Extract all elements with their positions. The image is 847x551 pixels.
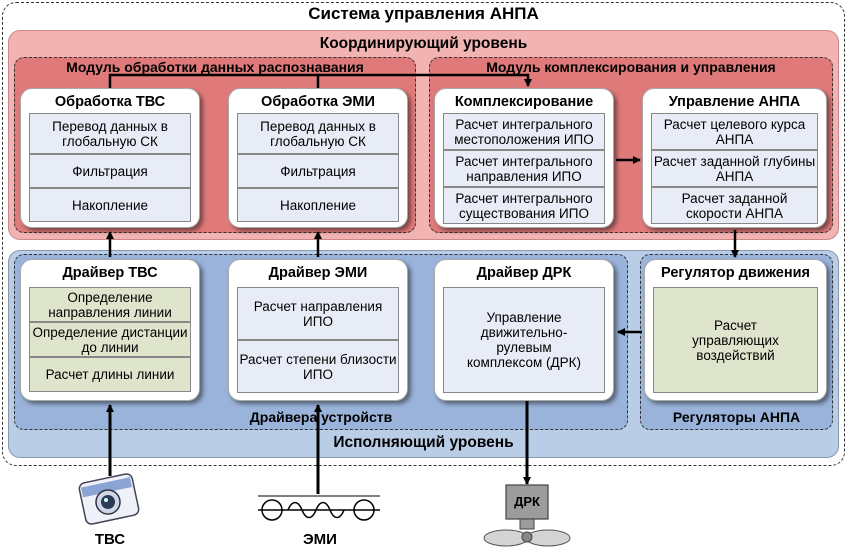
card-title: Драйвер ДРК: [476, 265, 572, 281]
device-label-drk: ДРК: [514, 494, 540, 509]
sub-item: Определение направления линии: [29, 287, 191, 322]
card-emi-driver: Драйвер ЭМИ Расчет направления ИПО Расче…: [228, 259, 408, 401]
card-title: Драйвер ТВС: [62, 265, 158, 281]
card-title: Комплексирование: [454, 94, 594, 110]
sub-item: Расчет управляющих воздействий: [653, 287, 818, 393]
sub-item: Накопление: [237, 188, 399, 222]
system-title: Система управления АНПА: [308, 4, 539, 23]
system-frame: [2, 2, 845, 466]
sub-item: Расчет интегрального направления ИПО: [443, 150, 605, 187]
card-title: Драйвер ЭМИ: [268, 265, 368, 281]
card-motion-regulator: Регулятор движения Расчет управляющих во…: [644, 259, 827, 401]
sub-item: Расчет длины линии: [29, 357, 191, 392]
sub-item: Расчет степени близости ИПО: [237, 340, 399, 393]
integ-module-title: Модуль комплексирования и управления: [486, 59, 776, 75]
sub-item: Фильтрация: [29, 154, 191, 188]
sub-item: Расчет заданной скорости АНПА: [651, 187, 818, 224]
card-emi-processing: Обработка ЭМИ Перевод данных в глобальну…: [228, 88, 408, 228]
sub-item: Расчет направления ИПО: [237, 287, 399, 340]
card-title: Обработка ЭМИ: [261, 94, 375, 110]
sub-item: Расчет интегрального существования ИПО: [443, 187, 605, 224]
regulators-label: Регуляторы АНПА: [672, 409, 801, 425]
device-label-tvs: ТВС: [94, 531, 126, 548]
sub-item: Расчет целевого курса АНПА: [651, 113, 818, 150]
card-auv-control: Управление АНПА Расчет целевого курса АН…: [642, 88, 827, 228]
sub-item: Фильтрация: [237, 154, 399, 188]
recog-module-title: Модуль обработки данных распознавания: [66, 59, 364, 75]
sub-item: Определение дистанции до линии: [29, 322, 191, 357]
exec-level-title: Исполняющий уровень: [333, 434, 514, 451]
connector-tvs-to-recog: [108, 73, 318, 88]
card-integration: Комплексирование Расчет интегрального ме…: [434, 88, 614, 228]
camera-icon: [78, 473, 140, 525]
sub-item: Расчет заданной глубины АНПА: [651, 150, 818, 187]
drivers-label: Драйвера устройств: [249, 409, 393, 425]
card-title: Обработка ТВС: [54, 94, 166, 110]
sub-item: Расчет интегрального местоположения ИПО: [443, 113, 605, 150]
card-tvs-processing: Обработка ТВС Перевод данных в глобальну…: [20, 88, 200, 228]
sub-item: Перевод данных в глобальную СК: [29, 113, 191, 154]
card-title: Управление АНПА: [668, 94, 801, 110]
connector-recog-to-integ: [316, 73, 532, 88]
propeller-icon: [483, 484, 571, 547]
card-tvs-driver: Драйвер ТВС Определение направления лини…: [20, 259, 200, 401]
card-title: Регулятор движения: [661, 265, 810, 281]
coord-level-title: Координирующий уровень: [319, 35, 528, 52]
device-label-emi: ЭМИ: [303, 531, 337, 548]
sub-item: Накопление: [29, 188, 191, 222]
sub-item: Управление движительно-рулевым комплексо…: [443, 287, 605, 393]
card-drk-driver: Драйвер ДРК Управление движительно-рулев…: [434, 259, 614, 401]
emi-cable-icon: [258, 495, 380, 521]
sub-item: Перевод данных в глобальную СК: [237, 113, 399, 154]
